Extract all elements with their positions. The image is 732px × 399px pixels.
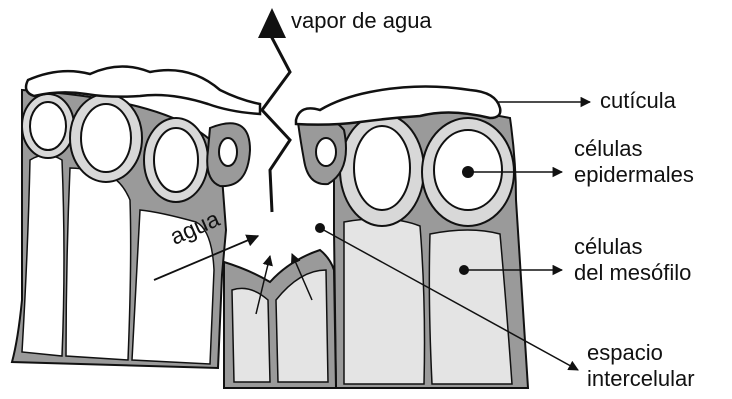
vapor-zigzag-line [262,34,290,212]
left-tissue [12,66,260,368]
left-epidermal-nucleus-3 [154,128,198,192]
left-mesophyll-cell-2 [66,168,131,360]
label-espacio-line-1: espacio [587,340,695,366]
label-espacio-intercelular: espacio intercelular [587,340,695,392]
label-epidermales-line-1: células [574,136,694,162]
right-mesophyll-cell-1 [344,219,425,384]
lower-center-cell-1 [232,288,270,382]
label-celulas-epidermales: células epidermales [574,136,694,188]
label-mesofilo-line-1: células [574,234,691,260]
label-celulas-mesofilo: células del mesófilo [574,234,691,286]
left-guard-nucleus [219,138,237,166]
label-cuticula: cutícula [600,88,676,114]
label-vapor-de-agua: vapor de agua [291,8,432,34]
right-mesophyll-cell-2 [429,230,512,384]
lower-center-cells [224,250,336,388]
left-epidermal-nucleus-1 [30,102,66,150]
label-mesofilo-line-2: del mesófilo [574,260,691,286]
right-guard-nucleus [316,138,336,166]
right-epidermal-nucleus-1 [354,126,410,210]
left-epidermal-nucleus-2 [81,104,131,172]
label-espacio-line-2: intercelular [587,366,695,392]
vapor-arrowhead [258,8,286,38]
label-epidermales-line-2: epidermales [574,162,694,188]
